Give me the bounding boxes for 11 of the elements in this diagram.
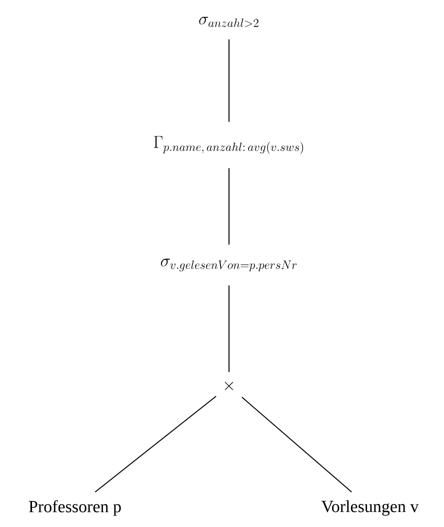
tree-edge (228, 38, 230, 122)
relation-label: Professoren p (28, 500, 121, 516)
tree-edge (228, 284, 230, 373)
tree-edge (94, 396, 217, 492)
tree-edge (228, 168, 230, 246)
relation-label: Vorlesungen v (321, 500, 419, 516)
tree-edge (241, 396, 352, 493)
operator-label: $\sigma_{anzahl>2}$ (199, 16, 258, 28)
operator-label: $\times$ (224, 382, 234, 390)
operator-label: $\Gamma_{p.name,\, anzahl\colon\, avg(v.sws)}$ (154, 136, 304, 154)
operator-label: $\sigma_{v.gelesenVon=p.persNr}$ (160, 258, 297, 272)
